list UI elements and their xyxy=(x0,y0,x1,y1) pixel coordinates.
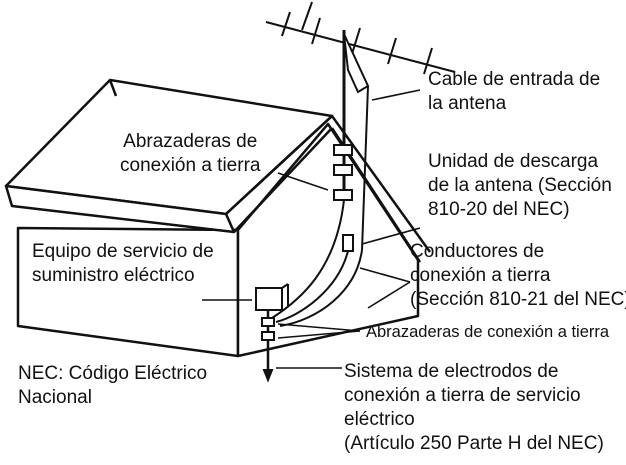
label-antenna-lead-in: Cable de entrada de la antena xyxy=(428,69,601,114)
label-grounding-conductors: Conductores de conexión a tierra (Secció… xyxy=(410,241,626,310)
label-ground-clamps-top: Abrazaderas de conexión a tierra xyxy=(120,131,261,176)
label-ground-clamps-bottom: Abrazaderas de conexión a tierra xyxy=(366,323,610,341)
house xyxy=(4,78,432,358)
leader-lines xyxy=(202,89,421,369)
service-equipment xyxy=(255,283,289,383)
label-nec-legend: NEC: Código Eléctrico Nacional xyxy=(18,363,208,408)
antenna xyxy=(265,1,456,252)
label-electrode-system: Sistema de electrodos de conexión a tier… xyxy=(344,361,604,454)
label-service-equipment: Equipo de servicio de suministro eléctri… xyxy=(32,241,214,286)
label-discharge-unit: Unidad de descarga de la antena (Sección… xyxy=(428,151,612,220)
ground-conductors xyxy=(271,199,363,327)
